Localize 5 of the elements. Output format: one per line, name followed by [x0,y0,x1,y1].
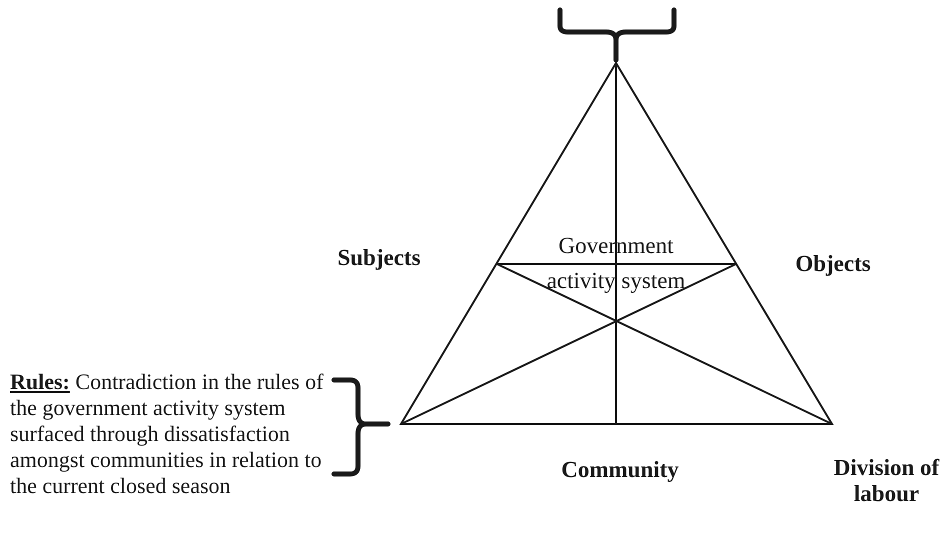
vertex-label: Subjects [336,245,422,271]
vertex-label: Objects [794,251,872,277]
vertex-label: Division of labour [832,455,940,507]
rules-note: Rules: Contradiction in the rules of the government activity system surfaced through dissatisfaction amongst communities in relation to the current closed season [10,369,324,499]
vertex-label: Community [560,457,680,483]
